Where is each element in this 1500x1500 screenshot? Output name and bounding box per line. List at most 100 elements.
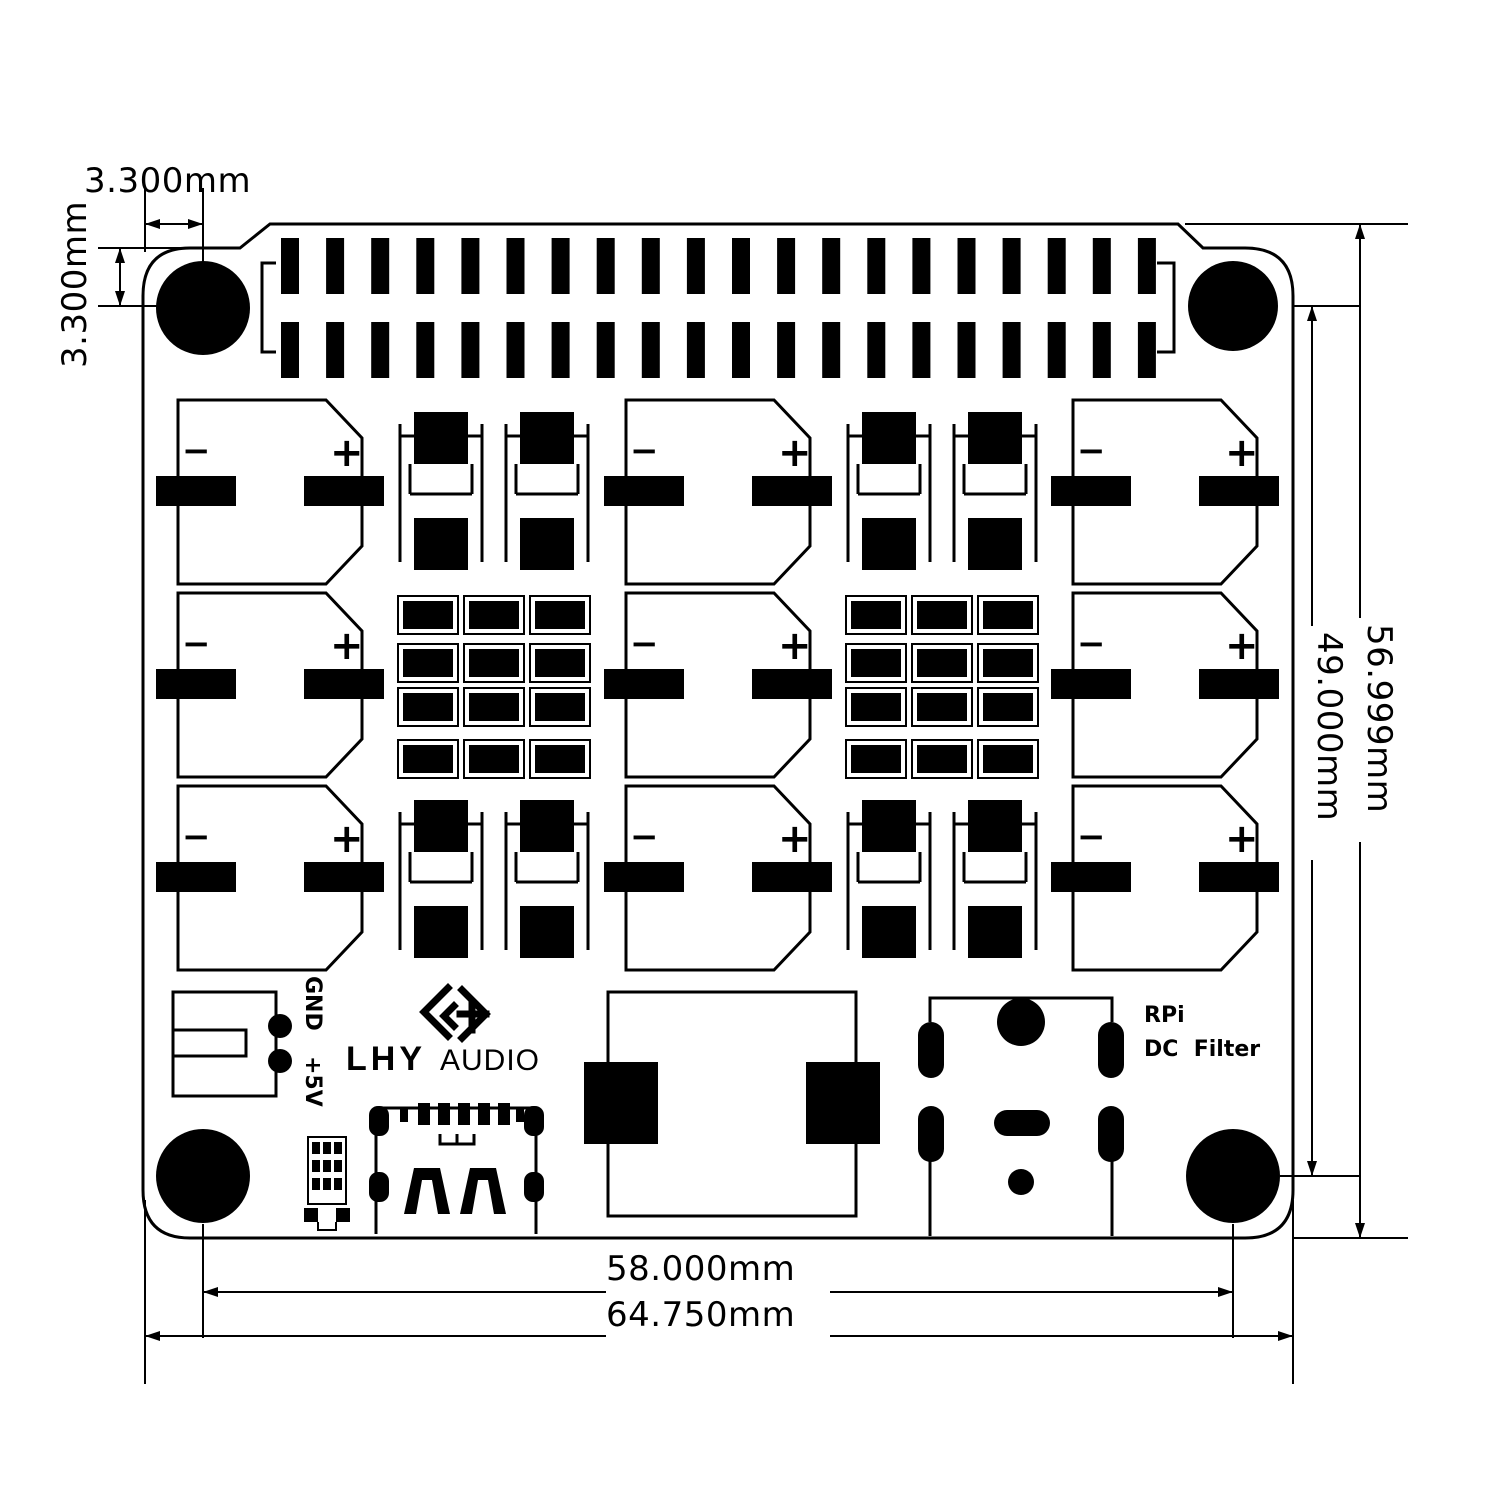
usb-shell-right	[460, 1168, 506, 1214]
smd-pad	[983, 693, 1033, 721]
small-smd-pad	[334, 1160, 342, 1172]
diode-pad-top	[414, 800, 468, 852]
capacitor-pad-negative	[1051, 476, 1131, 506]
capacitor-pad-positive	[1199, 862, 1279, 892]
arrow	[1307, 306, 1317, 321]
smd-outline	[397, 595, 459, 635]
dc-jack	[918, 996, 1124, 1236]
capacitor-pad-negative	[1051, 669, 1131, 699]
smd-pad	[917, 693, 967, 721]
board-outline	[141, 222, 1295, 1240]
smd-outline	[911, 643, 973, 683]
dim-label-hole-offset-x: 3.300mm	[84, 161, 251, 201]
capacitor-pad-positive	[304, 862, 384, 892]
diode	[504, 800, 590, 958]
gpio-pad	[1092, 322, 1111, 378]
gpio-pad	[416, 238, 435, 294]
arrow	[1278, 1331, 1293, 1341]
dimension-arrows	[115, 219, 1365, 1341]
capacitor-outline	[624, 784, 812, 972]
smd-pad	[917, 649, 967, 677]
mounting-hole-bottom-right	[1186, 1129, 1280, 1223]
usb-pad	[524, 1106, 544, 1136]
smd-pad	[469, 601, 519, 629]
small-smd-pad	[334, 1178, 342, 1190]
gpio-pad	[1002, 322, 1021, 378]
capacitor-outline	[1071, 591, 1259, 779]
usb-signal-pad	[418, 1103, 430, 1125]
gpio-pad	[1047, 238, 1066, 294]
smd-pad	[403, 693, 453, 721]
usb-pad	[524, 1172, 544, 1202]
gpio-pad	[686, 238, 705, 294]
smd-pad	[469, 745, 519, 773]
small-smd-pad	[323, 1178, 331, 1190]
diode-pad-top	[862, 800, 916, 852]
arrow	[188, 219, 203, 229]
capacitor: −+	[156, 398, 384, 586]
gpio-pad	[912, 322, 931, 378]
gpio-pad	[326, 322, 345, 378]
small-smd-block	[304, 1136, 350, 1231]
smd-pad	[851, 601, 901, 629]
diode	[952, 800, 1038, 958]
gpio-pad	[641, 238, 660, 294]
capacitor-pad-positive	[304, 669, 384, 699]
capacitor-pad-positive	[752, 669, 832, 699]
smd-pad	[851, 649, 901, 677]
usb-signal-pad	[438, 1103, 450, 1125]
gpio-pad	[461, 238, 480, 294]
diode-pad-top	[520, 800, 574, 852]
gpio-pad	[551, 322, 570, 378]
capacitor-outline	[1071, 398, 1259, 586]
usb-signal-pad	[516, 1107, 524, 1122]
capacitor-plus-label: +	[778, 623, 812, 669]
smd-pad	[403, 745, 453, 773]
usb-connector	[369, 1103, 544, 1234]
diode-pad-bottom	[862, 906, 916, 958]
smd-pad	[535, 601, 585, 629]
capacitor: −+	[604, 398, 832, 586]
capacitor-pad-negative	[1051, 862, 1131, 892]
small-smd-pad	[323, 1160, 331, 1172]
capacitor-outline	[176, 591, 364, 779]
capacitor-pad-positive	[1199, 476, 1279, 506]
diode	[398, 800, 484, 958]
smd-outline	[529, 739, 591, 779]
small-smd-trace	[317, 1222, 337, 1231]
capacitor-minus-label: −	[182, 624, 211, 664]
smd-outline	[397, 739, 459, 779]
mounting-hole-bottom-left	[156, 1129, 250, 1223]
capacitor: −+	[1051, 784, 1279, 972]
dc-jack-slot	[994, 1110, 1050, 1136]
gpio-pad	[596, 322, 615, 378]
capacitor-outline	[1071, 784, 1259, 972]
terminal-inner	[171, 1028, 248, 1058]
capacitor-pad-negative	[604, 476, 684, 506]
diode-pad-bottom	[414, 906, 468, 958]
terminal-pin-5v	[268, 1049, 292, 1073]
gpio-pad	[957, 238, 976, 294]
capacitor-plus-label: +	[1225, 623, 1259, 669]
capacitor: −+	[604, 784, 832, 972]
gpio-header-outline	[260, 261, 1176, 354]
smd-outline	[463, 687, 525, 727]
diode-pad-bottom	[862, 518, 916, 570]
smd-outline	[845, 739, 907, 779]
diode	[504, 412, 590, 570]
capacitor-minus-label: −	[182, 431, 211, 471]
diode	[398, 412, 484, 570]
capacitor-pad-negative	[604, 862, 684, 892]
capacitor-minus-label: −	[1077, 431, 1106, 471]
gpio-pad	[641, 322, 660, 378]
capacitor-pad-negative	[156, 476, 236, 506]
smd-array	[397, 595, 591, 779]
capacitor: −+	[156, 784, 384, 972]
label-gnd: GND	[300, 976, 325, 1031]
capacitor-pad-negative	[604, 669, 684, 699]
dc-jack-pad	[918, 1106, 944, 1162]
capacitor-minus-label: −	[1077, 817, 1106, 857]
smd-outline	[529, 595, 591, 635]
capacitor: −+	[1051, 398, 1279, 586]
capacitor-outline	[176, 784, 364, 972]
